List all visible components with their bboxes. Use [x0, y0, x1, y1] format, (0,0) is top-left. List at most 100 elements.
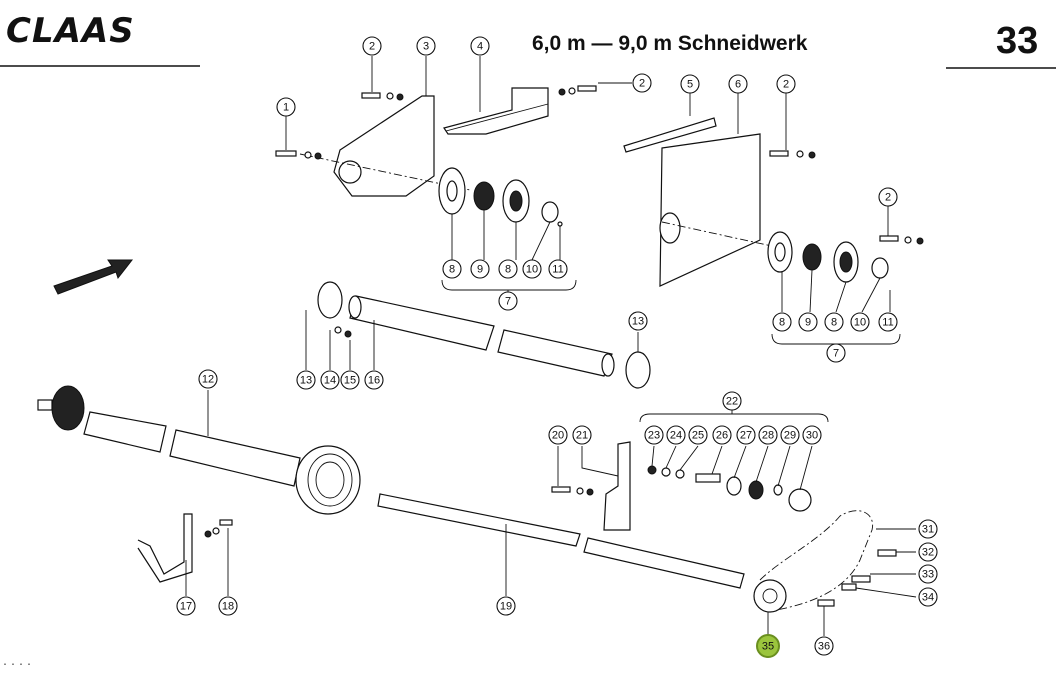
- callout-circle: [470, 259, 490, 279]
- callout-label: 11: [882, 317, 893, 329]
- callout-20[interactable]: 20: [548, 425, 568, 445]
- callout-circle: [918, 564, 938, 584]
- callout-33[interactable]: 33: [918, 564, 938, 584]
- callout-34[interactable]: 34: [918, 587, 938, 607]
- callout-7[interactable]: 7: [498, 291, 518, 311]
- callout-2[interactable]: 2: [878, 187, 898, 207]
- callout-25[interactable]: 25: [688, 425, 708, 445]
- callout-17[interactable]: 17: [176, 596, 196, 616]
- callout-8[interactable]: 8: [498, 259, 518, 279]
- bearing-set-left: [438, 167, 563, 227]
- callout-8[interactable]: 8: [772, 312, 792, 332]
- callout-circle: [826, 343, 846, 363]
- callout-31[interactable]: 31: [918, 519, 938, 539]
- callout-circle: [198, 369, 218, 389]
- callout-19[interactable]: 19: [496, 596, 516, 616]
- callout-circle: [776, 74, 796, 94]
- callout-label: 21: [576, 430, 588, 442]
- callout-label: 2: [369, 41, 375, 53]
- callout-label: 34: [922, 592, 934, 604]
- chain-31: [753, 510, 897, 613]
- callout-circle: [644, 425, 664, 445]
- callout-circle: [712, 425, 732, 445]
- callout-label: 31: [922, 524, 934, 536]
- callout-35[interactable]: 35: [756, 634, 780, 658]
- callout-label: 19: [500, 601, 512, 613]
- callout-12[interactable]: 12: [198, 369, 218, 389]
- callout-label: 12: [202, 374, 214, 386]
- callout-circle: [728, 74, 748, 94]
- callout-11[interactable]: 11: [548, 259, 568, 279]
- callout-label: 9: [805, 317, 811, 329]
- callout-2[interactable]: 2: [632, 73, 652, 93]
- callout-circle: [688, 425, 708, 445]
- callout-14[interactable]: 14: [320, 370, 340, 390]
- callout-circle: [364, 370, 384, 390]
- callout-label: 18: [222, 601, 234, 613]
- callout-21[interactable]: 21: [572, 425, 592, 445]
- callout-32[interactable]: 32: [918, 542, 938, 562]
- callout-4[interactable]: 4: [470, 36, 490, 56]
- callout-circle: [802, 425, 822, 445]
- callout-16[interactable]: 16: [364, 370, 384, 390]
- callout-27[interactable]: 27: [736, 425, 756, 445]
- callout-2[interactable]: 2: [776, 74, 796, 94]
- callout-2[interactable]: 2: [362, 36, 382, 56]
- bearing-set-right: [767, 231, 924, 283]
- callout-5[interactable]: 5: [680, 74, 700, 94]
- callout-label: 13: [300, 375, 312, 387]
- callout-23[interactable]: 23: [644, 425, 664, 445]
- callout-label: 36: [818, 641, 830, 653]
- callout-circle: [918, 519, 938, 539]
- callout-18[interactable]: 18: [218, 596, 238, 616]
- callout-3[interactable]: 3: [416, 36, 436, 56]
- callout-label: 25: [692, 430, 704, 442]
- callout-7[interactable]: 7: [826, 343, 846, 363]
- callout-circle: [680, 74, 700, 94]
- callout-circle: [522, 259, 542, 279]
- callout-1[interactable]: 1: [276, 97, 296, 117]
- callout-30[interactable]: 30: [802, 425, 822, 445]
- callout-label: 8: [449, 264, 455, 276]
- callout-circle: [296, 370, 316, 390]
- callout-label: 9: [477, 264, 483, 276]
- bracket-plate-left: [275, 92, 471, 197]
- callout-label: 10: [854, 317, 866, 329]
- callout-label: 23: [648, 430, 660, 442]
- callout-26[interactable]: 26: [712, 425, 732, 445]
- callout-22[interactable]: 22: [722, 391, 742, 411]
- footer-code: ....: [2, 658, 35, 669]
- callout-circle: [498, 259, 518, 279]
- callout-6[interactable]: 6: [728, 74, 748, 94]
- callout-circle: [498, 291, 518, 311]
- callout-9[interactable]: 9: [798, 312, 818, 332]
- callout-24[interactable]: 24: [666, 425, 686, 445]
- callout-circle: [780, 425, 800, 445]
- callout-10[interactable]: 10: [522, 259, 542, 279]
- callout-29[interactable]: 29: [780, 425, 800, 445]
- callout-28[interactable]: 28: [758, 425, 778, 445]
- callout-circle: [918, 587, 938, 607]
- callout-circle: [416, 36, 436, 56]
- callout-circle: [548, 425, 568, 445]
- callout-8[interactable]: 8: [824, 312, 844, 332]
- callout-8[interactable]: 8: [442, 259, 462, 279]
- callout-label: 27: [740, 430, 752, 442]
- callout-11[interactable]: 11: [878, 312, 898, 332]
- callout-9[interactable]: 9: [470, 259, 490, 279]
- callout-label: 11: [552, 264, 563, 276]
- callout-10[interactable]: 10: [850, 312, 870, 332]
- bracket-21: [551, 441, 631, 531]
- callout-13[interactable]: 13: [296, 370, 316, 390]
- callout-15[interactable]: 15: [340, 370, 360, 390]
- callout-36[interactable]: 36: [814, 636, 834, 656]
- callout-13[interactable]: 13: [628, 311, 648, 331]
- callout-circle: [442, 259, 462, 279]
- tube-16: [317, 281, 651, 389]
- callout-label: 1: [283, 102, 289, 114]
- callout-label: 20: [552, 430, 564, 442]
- callout-label: 16: [368, 375, 380, 387]
- callout-label: 35: [762, 641, 774, 653]
